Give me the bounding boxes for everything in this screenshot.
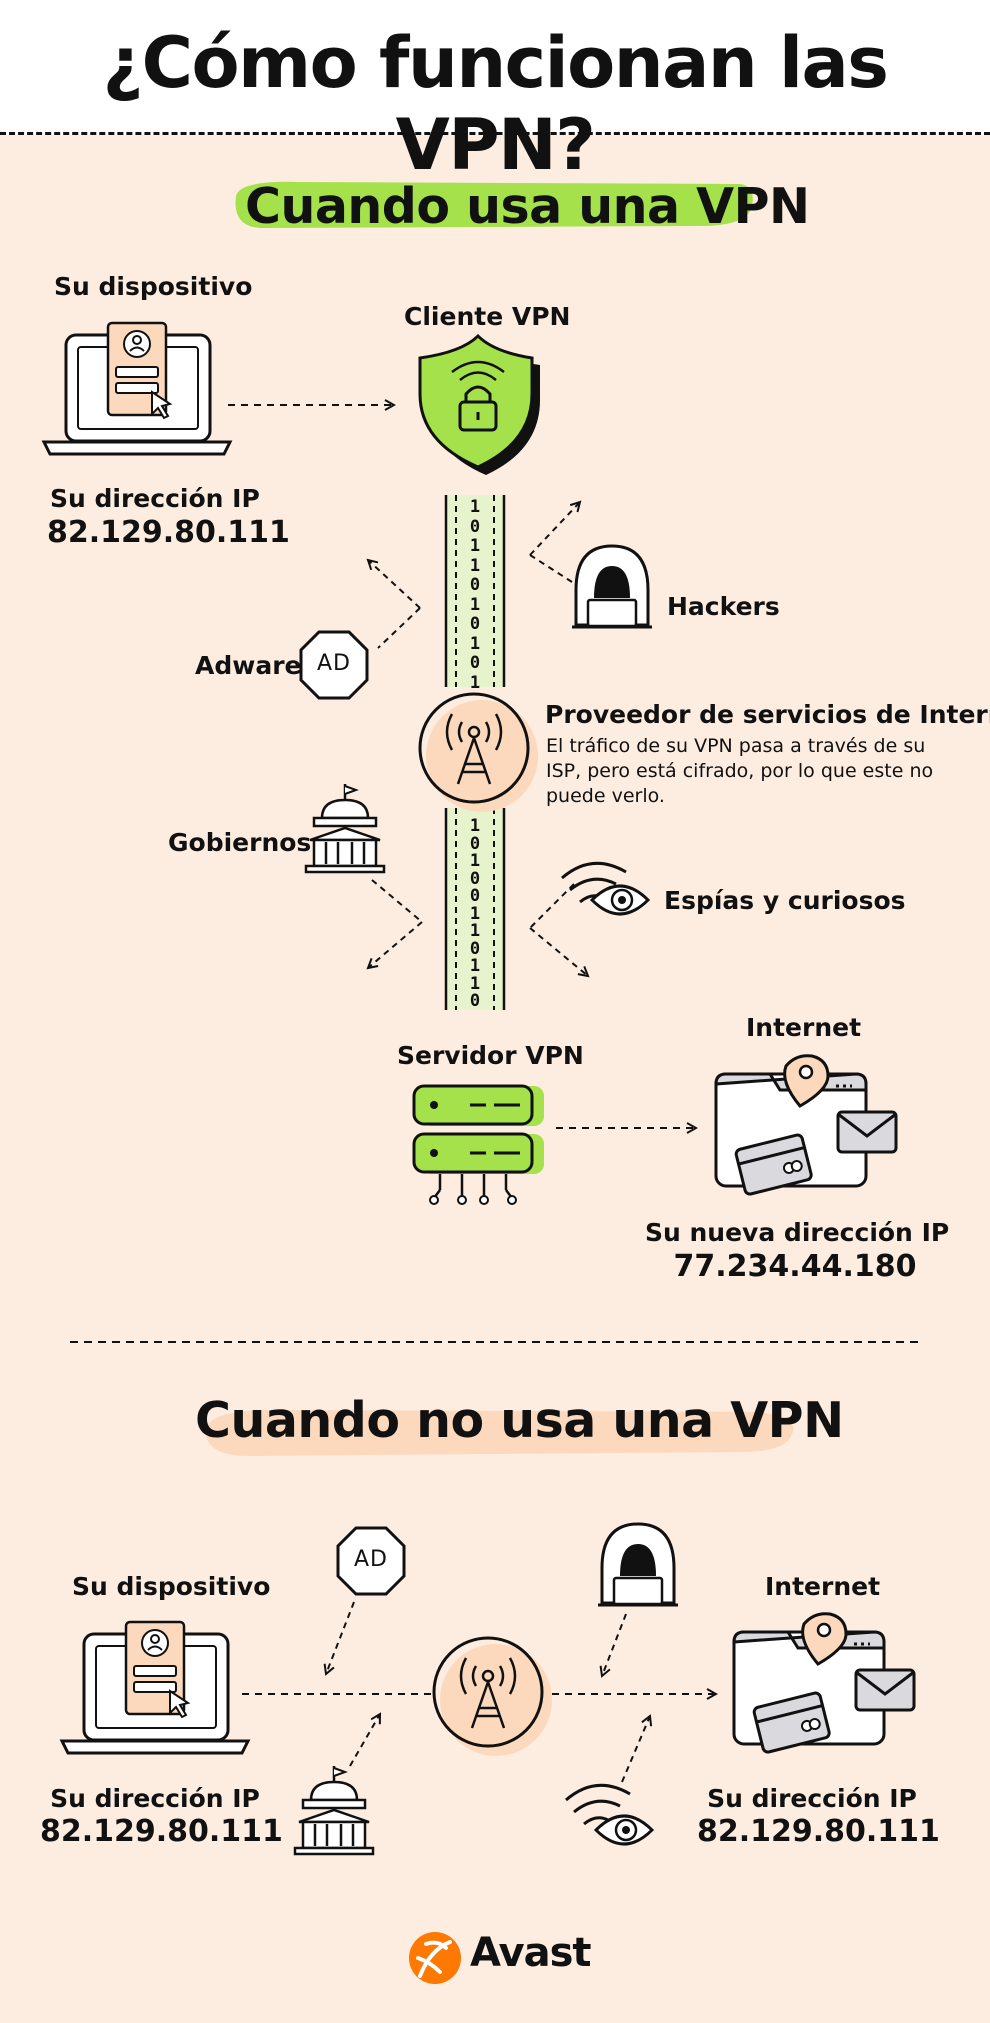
- internet-label-2: Internet: [765, 1572, 881, 1601]
- heading-highlight-green: [235, 181, 753, 228]
- ip-value-left: 82.129.80.111: [40, 1814, 283, 1849]
- spy-eye-icon: [561, 861, 651, 916]
- new-ip-value: 77.234.44.180: [673, 1249, 917, 1284]
- binary-stream-bottom: 10100110110: [469, 816, 481, 1011]
- id-card-icon-2: [124, 1620, 191, 1719]
- governments-label: Gobiernos: [168, 828, 312, 857]
- brand-name: Avast: [470, 1930, 592, 1976]
- new-ip-label: Su nueva dirección IP: [645, 1218, 950, 1247]
- ip-label-left: Su dirección IP: [50, 1784, 260, 1813]
- hacker-icon: [572, 544, 652, 629]
- ip-label-right: Su dirección IP: [707, 1784, 917, 1813]
- adware-label: Adware: [195, 651, 302, 680]
- isp-title: Proveedor de servicios de Internet: [545, 700, 990, 729]
- id-card-icon: [106, 321, 173, 420]
- ip-label: Su dirección IP: [50, 484, 260, 513]
- device-label: Su dispositivo: [54, 272, 253, 301]
- isp-description: El tráfico de su VPN pasa a través de su…: [546, 735, 934, 807]
- ip-value: 82.129.80.111: [47, 515, 290, 550]
- vpn-client-label: Cliente VPN: [404, 302, 571, 331]
- ad-badge-text: AD: [317, 651, 351, 676]
- adware-sign-icon-2: [336, 1526, 406, 1596]
- ad-badge-text-2: AD: [354, 1547, 388, 1572]
- avast-logo-icon: [409, 1932, 461, 1984]
- heading-without-vpn: Cuando no usa una VPN: [195, 1392, 844, 1449]
- hackers-label: Hackers: [667, 592, 780, 621]
- title-bar: ¿Cómo funcionan las VPN?: [0, 0, 990, 186]
- isp-tower-icon: [418, 692, 538, 812]
- internet-browser-icon: [714, 1054, 898, 1196]
- shield-icon: [418, 333, 540, 475]
- internet-browser-icon-2: [732, 1612, 916, 1754]
- binary-stream-top: 1011010101: [469, 497, 481, 693]
- heading-with-vpn: Cuando usa una VPN: [245, 178, 810, 235]
- internet-label: Internet: [746, 1013, 862, 1042]
- government-building-icon-2: [293, 1766, 375, 1856]
- isp-tower-icon-2: [432, 1636, 552, 1756]
- adware-sign-icon: [299, 630, 369, 700]
- ip-value-right: 82.129.80.111: [697, 1814, 940, 1849]
- spies-label: Espías y curiosos: [664, 886, 906, 915]
- server-icon: [412, 1084, 544, 1205]
- device-label-2: Su dispositivo: [72, 1572, 271, 1601]
- spy-eye-icon-2: [565, 1783, 655, 1846]
- page-title: ¿Cómo funcionan las VPN?: [102, 22, 889, 186]
- heading-highlight-peach: [206, 1410, 794, 1456]
- vpn-server-label: Servidor VPN: [397, 1041, 584, 1070]
- hacker-icon-2: [598, 1522, 678, 1607]
- government-building-icon: [304, 784, 386, 874]
